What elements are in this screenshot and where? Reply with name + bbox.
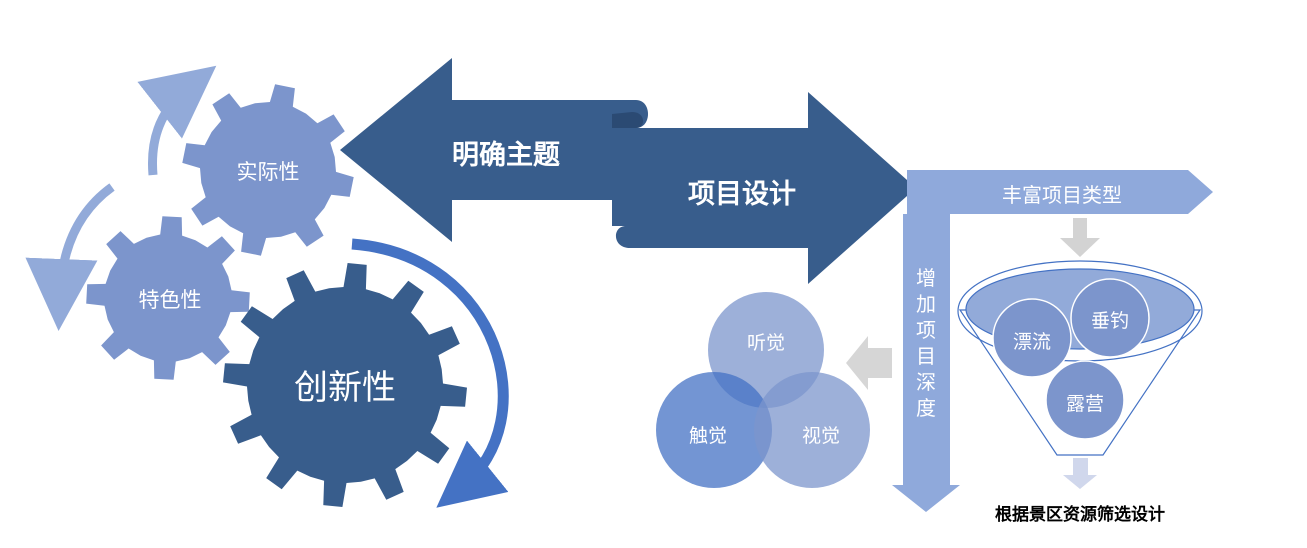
gray-arrow-down-top [1060,218,1100,257]
vision-circle [754,372,870,488]
gear-innovative-label: 创新性 [294,368,396,408]
gray-arrow-left [846,336,892,390]
increase-depth-label: 增加项目深度 [916,266,936,420]
touch-label: 触觉 [688,425,727,447]
gear-practical-label: 实际性 [236,160,300,184]
project-design-arrow [612,92,916,284]
clarify-theme-arrow [340,58,612,242]
touch-circle [656,372,772,488]
gear-distinctive-icon [86,216,250,380]
cycle-arrow-left [25,183,115,331]
rafting-circle [992,298,1072,378]
rafting-label: 漂流 [1012,331,1051,353]
increase-depth-arrow [892,214,960,512]
gear-practical-icon [182,84,354,256]
enrich-types-label: 丰富项目类型 [1002,183,1122,207]
vision-label: 视觉 [801,425,840,447]
clarify-theme-label: 明确主题 [452,140,560,171]
hearing-label: 听觉 [746,332,785,354]
project-design-label: 项目设计 [688,179,796,210]
gray-arrow-down-bottom [1063,458,1097,489]
fishing-circle [1070,278,1150,358]
camping-circle [1045,360,1125,440]
fishing-label: 垂钓 [1090,310,1129,332]
gear-innovative-icon [223,263,467,507]
camping-label: 露营 [1065,393,1104,415]
cycle-arrow-big [351,238,509,508]
enrich-types-arrow [907,170,1213,214]
bottom-caption: 根据景区资源筛选设计 [995,505,1165,525]
cycle-arrow-top [137,65,217,176]
gear-distinctive-label: 特色性 [138,288,202,312]
